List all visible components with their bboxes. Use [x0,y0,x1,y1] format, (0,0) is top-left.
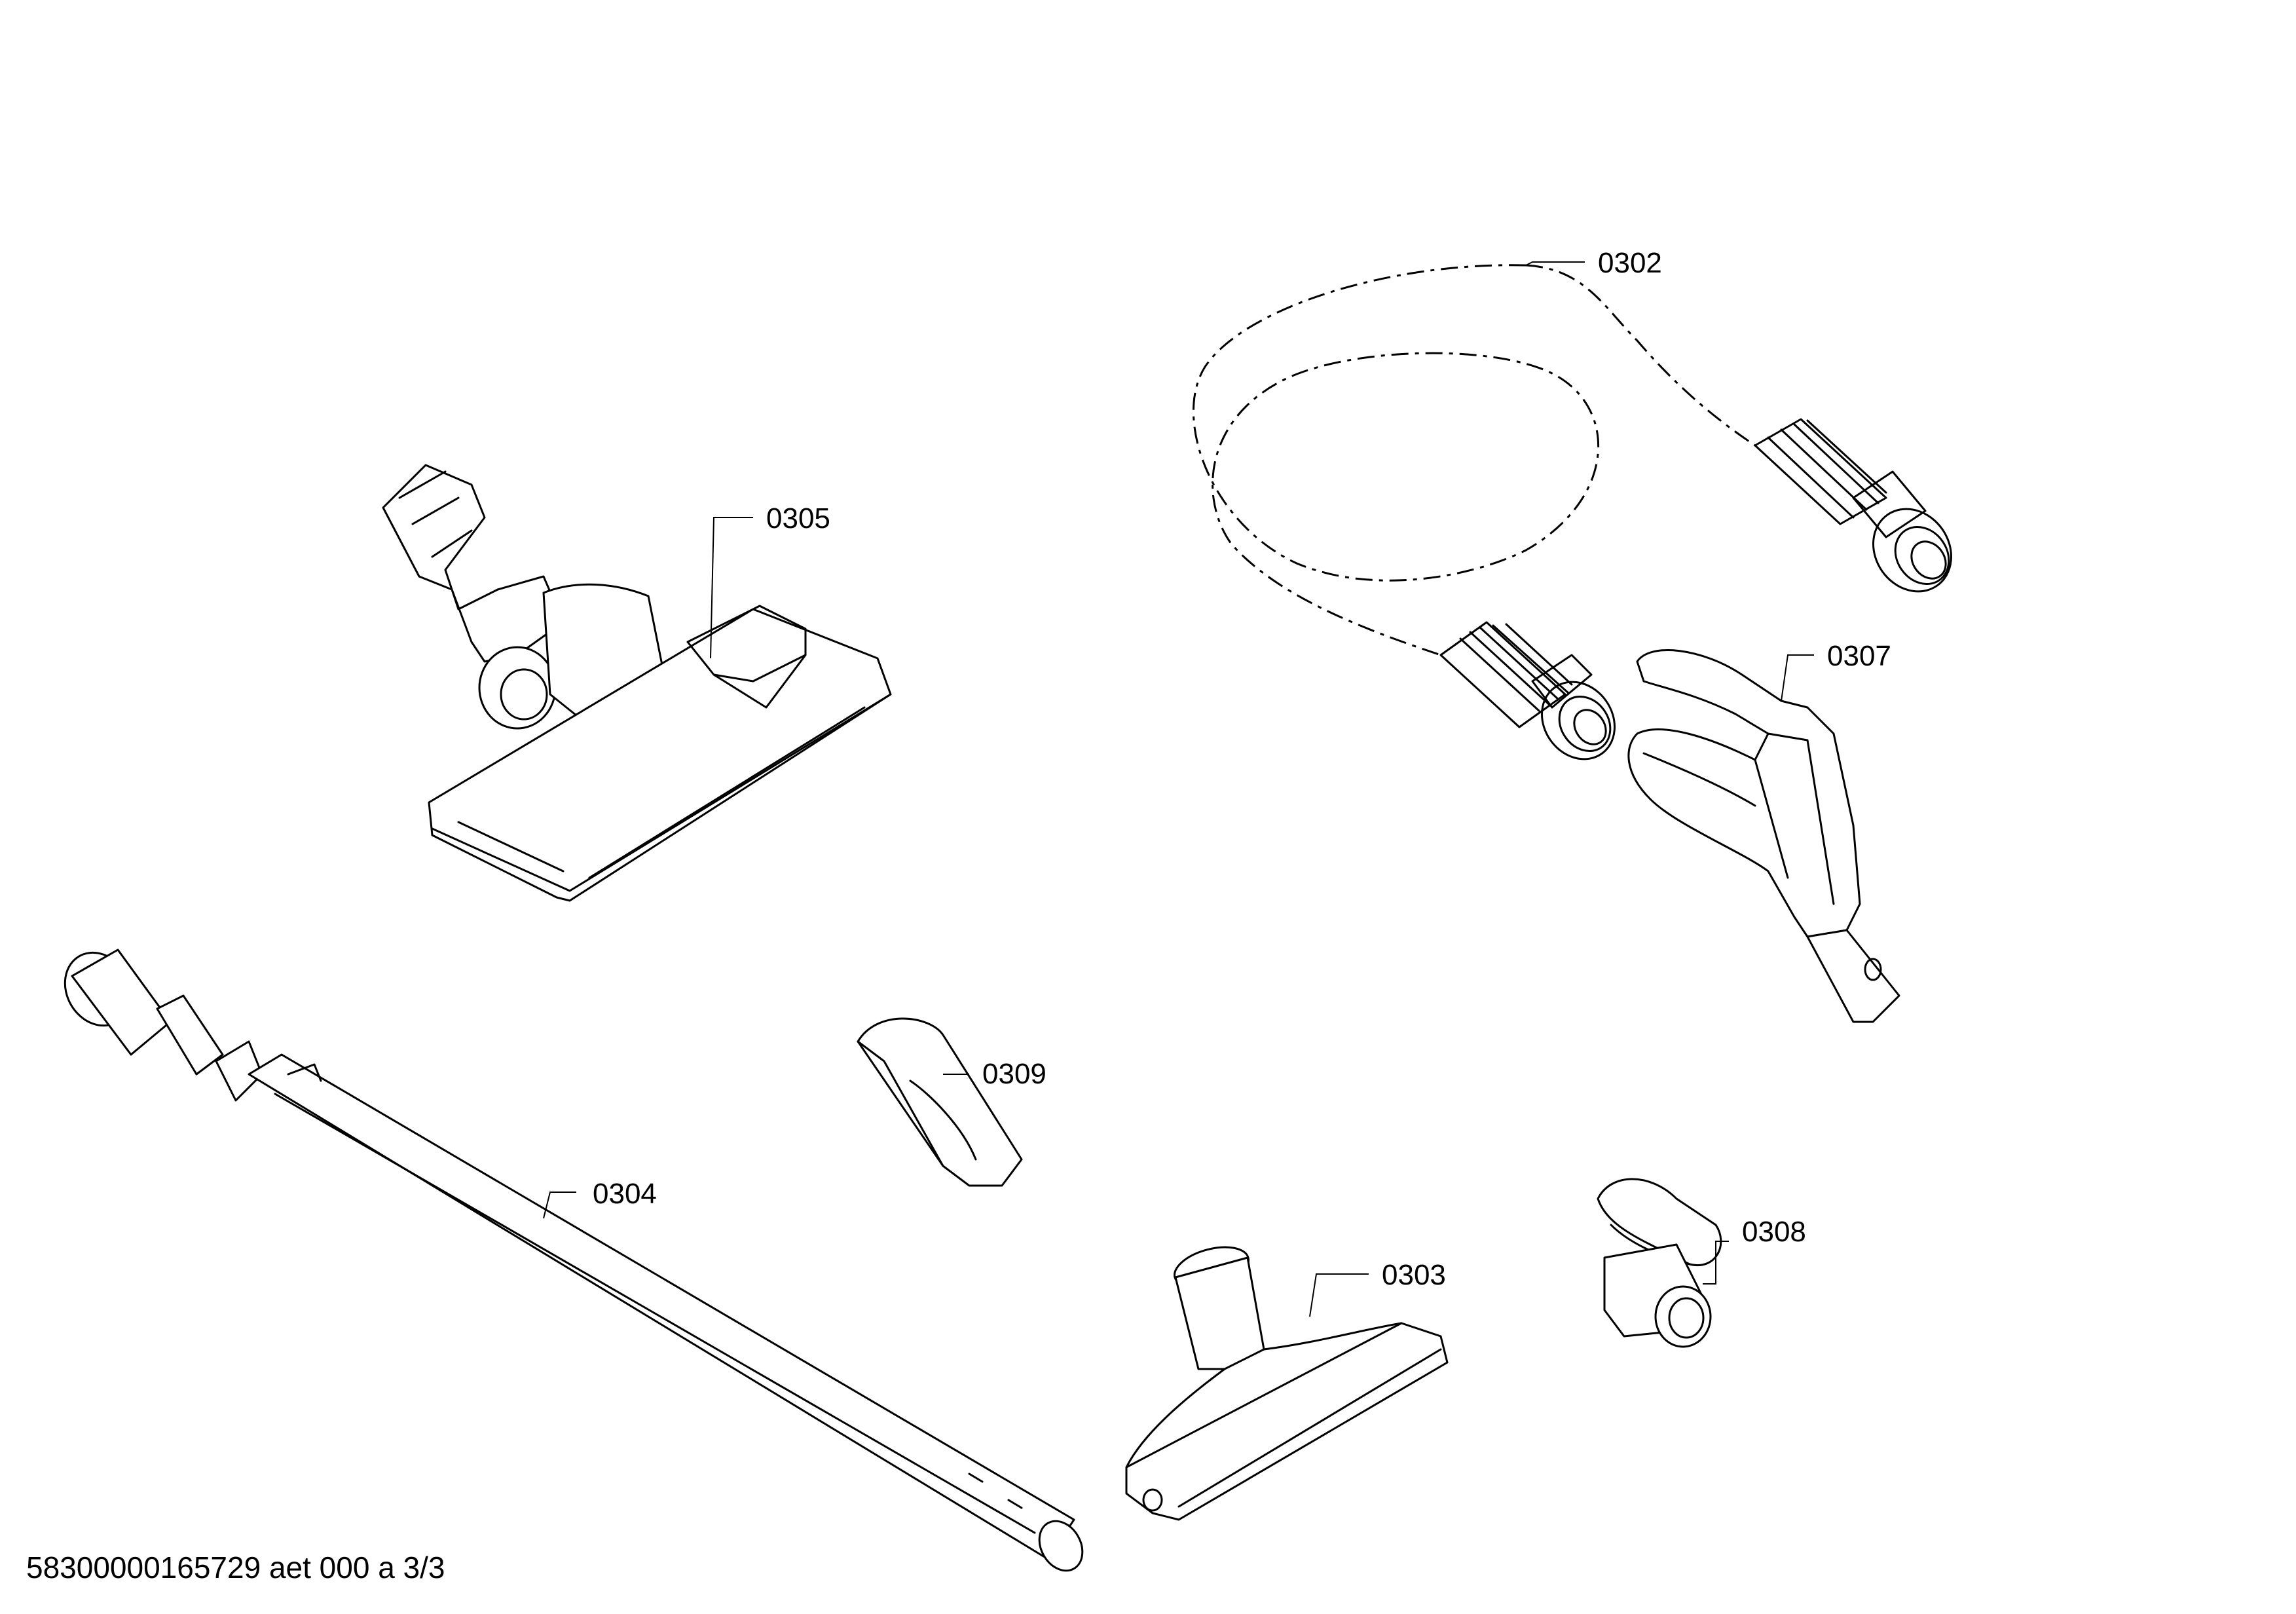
leader-0307 [1781,654,1814,702]
leader-0304 [543,1192,576,1219]
label-0303: 0303 [1382,1259,1446,1291]
leader-0308 [1703,1241,1729,1285]
label-0307: 0307 [1827,640,1891,672]
part-hose: 0302 [1192,247,1952,760]
part-clip: 0308 [1597,1178,1806,1348]
hose-lower-end [1439,621,1616,760]
part-upholstery-nozzle: 0303 [1125,1246,1449,1521]
label-0302: 0302 [1598,247,1662,279]
label-0304: 0304 [593,1178,657,1210]
hose-upper-end [1754,418,1952,593]
part-floor-nozzle: 0305 [382,464,892,902]
leader-0302 [1525,261,1585,266]
label-0305: 0305 [766,502,830,535]
part-crevice-nozzle: 0309 [857,1017,1046,1187]
leader-0303 [1309,1273,1369,1317]
label-0309: 0309 [982,1058,1046,1090]
leader-0305 [710,517,753,659]
label-0308: 0308 [1742,1216,1806,1248]
part-telescopic-tube: 0304 [64,948,1084,1572]
document-id: 58300000165729 aet 000 a 3/3 [26,1550,445,1585]
part-handle: 0307 [1627,640,1900,1023]
